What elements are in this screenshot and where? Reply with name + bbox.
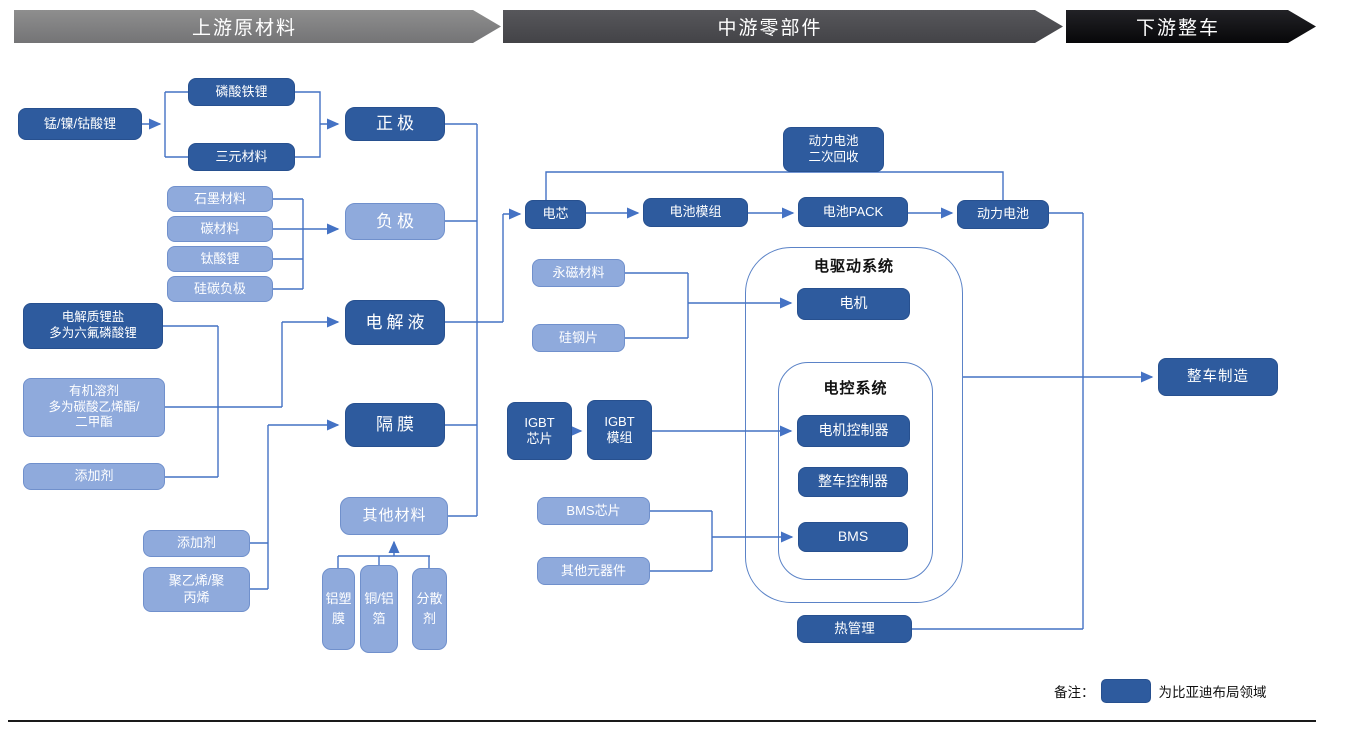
node-electrolyte: 电解液 bbox=[345, 300, 445, 345]
node-additive-2: 添加剂 bbox=[143, 530, 250, 557]
banner-midstream-components: 中游零部件 bbox=[503, 10, 1063, 43]
container-control-system bbox=[778, 362, 933, 580]
node-other-components: 其他元器件 bbox=[537, 557, 650, 585]
node-power-battery: 动力电池 bbox=[957, 200, 1049, 229]
container-control-system-label: 电控系统 bbox=[823, 380, 888, 397]
node-organic-solvent: 有机溶剂 多为碳酸乙烯酯/ 二甲酯 bbox=[23, 378, 165, 437]
node-thermal-management: 热管理 bbox=[797, 615, 912, 643]
node-mn-ni-co-lithium: 锰/镍/钴酸锂 bbox=[18, 108, 142, 140]
node-battery-pack: 电池PACK bbox=[798, 197, 908, 227]
node-silicon-steel: 硅钢片 bbox=[532, 324, 625, 352]
node-motor: 电机 bbox=[797, 288, 910, 320]
legend-note-label: 备注： bbox=[1054, 685, 1095, 700]
node-cu-al-foil: 铜/铝箔 bbox=[360, 565, 398, 653]
node-other-materials: 其他材料 bbox=[340, 497, 448, 535]
node-vehicle-controller: 整车控制器 bbox=[798, 467, 908, 497]
node-carbon: 碳材料 bbox=[167, 216, 273, 242]
legend: 备注： 为比亚迪布局领域 bbox=[1054, 679, 1267, 703]
node-bms-chip: BMS芯片 bbox=[537, 497, 650, 525]
node-battery-recycling: 动力电池 二次回收 bbox=[783, 127, 884, 172]
legend-byd-swatch bbox=[1100, 679, 1151, 703]
node-separator: 隔膜 bbox=[345, 403, 445, 447]
legend-swatch-meaning: 为比亚迪布局领域 bbox=[1158, 685, 1267, 700]
node-permanent-magnet: 永磁材料 bbox=[532, 259, 625, 287]
container-drive-system-label: 电驱动系统 bbox=[813, 258, 894, 275]
banner-downstream-vehicle: 下游整车 bbox=[1066, 10, 1316, 43]
node-cathode: 正极 bbox=[345, 107, 445, 141]
node-pe-pp: 聚乙烯/聚 丙烯 bbox=[143, 567, 250, 612]
node-battery-cell: 电芯 bbox=[525, 200, 586, 229]
node-lfp: 磷酸铁锂 bbox=[188, 78, 295, 106]
node-ternary-material: 三元材料 bbox=[188, 143, 295, 171]
node-dispersant: 分散剂 bbox=[412, 568, 447, 650]
container-drive-system bbox=[745, 247, 963, 603]
node-motor-controller: 电机控制器 bbox=[797, 415, 910, 447]
node-silicon-carbon-anode: 硅碳负极 bbox=[167, 276, 273, 302]
node-anode: 负极 bbox=[345, 203, 445, 240]
node-additive-1: 添加剂 bbox=[23, 463, 165, 490]
node-electrolyte-salt: 电解质锂盐 多为六氟磷酸锂 bbox=[23, 303, 163, 349]
banner-upstream-materials: 上游原材料 bbox=[14, 10, 501, 43]
node-graphite: 石墨材料 bbox=[167, 186, 273, 212]
node-igbt-chip: IGBT 芯片 bbox=[507, 402, 572, 460]
node-lithium-titanate: 钛酸锂 bbox=[167, 246, 273, 272]
node-vehicle-manufacturing: 整车制造 bbox=[1158, 358, 1278, 396]
node-battery-module: 电池模组 bbox=[643, 198, 748, 227]
bottom-divider bbox=[8, 720, 1316, 722]
node-al-plastic-film: 铝塑膜 bbox=[322, 568, 355, 650]
node-igbt-module: IGBT 模组 bbox=[587, 400, 652, 460]
node-bms: BMS bbox=[798, 522, 908, 552]
